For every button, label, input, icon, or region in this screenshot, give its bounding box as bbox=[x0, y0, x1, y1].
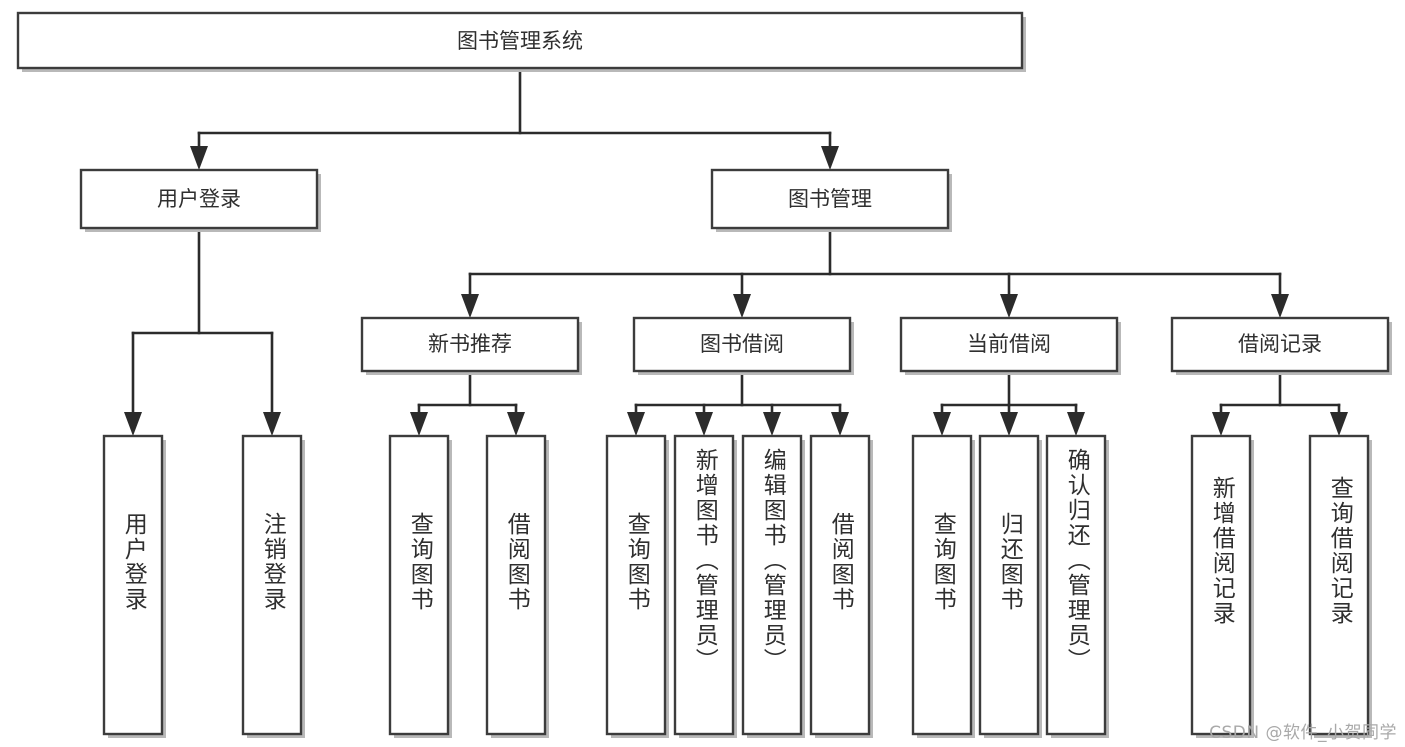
leaf-box-user-login-2[interactable] bbox=[241, 434, 303, 736]
leaf-box-record-1[interactable] bbox=[1190, 434, 1252, 736]
book-management-box bbox=[710, 168, 950, 230]
arrow-current-leaf-1 bbox=[933, 412, 951, 436]
root-box bbox=[16, 11, 1024, 70]
book-management-label: 图书管理 bbox=[788, 187, 872, 211]
leaf-box-current-3[interactable] bbox=[1045, 434, 1107, 736]
leaf-boxes-current-borrow bbox=[911, 434, 1109, 738]
node-root-system[interactable]: 图书管理系统 bbox=[16, 11, 1026, 72]
csdn-watermark: CSDN @软件_小贺同学 bbox=[1209, 723, 1397, 743]
leaf-box-record-2[interactable] bbox=[1308, 434, 1370, 736]
arrow-login-leaf-2 bbox=[263, 412, 281, 436]
arrow-current-leaf-2 bbox=[1000, 412, 1018, 436]
leaf-box-recommend-1[interactable] bbox=[388, 434, 450, 736]
leaf-box-recommend-2[interactable] bbox=[485, 434, 547, 736]
book-borrow-label: 图书借阅 bbox=[700, 332, 784, 356]
leaf-boxes-borrow-record bbox=[1190, 434, 1372, 738]
connector-group bbox=[124, 66, 1348, 436]
node-new-book-recommend[interactable]: 新书推荐 bbox=[360, 316, 582, 375]
leaf-box-borrow-1[interactable] bbox=[605, 434, 667, 736]
arrow-current-leaf-3 bbox=[1067, 412, 1085, 436]
arrow-borrow-leaf-2 bbox=[695, 412, 713, 436]
arrow-recommend-leaf-1 bbox=[410, 412, 428, 436]
leaf-boxes-book-borrow bbox=[605, 434, 873, 738]
arrow-borrow-leaf-3 bbox=[763, 412, 781, 436]
leaf-boxes-new-book-recommend bbox=[388, 434, 549, 738]
arrow-login-leaf-1 bbox=[124, 412, 142, 436]
leaf-box-borrow-2[interactable] bbox=[673, 434, 735, 736]
borrow-record-box bbox=[1170, 316, 1390, 373]
arrow-borrow-leaf-4 bbox=[831, 412, 849, 436]
arrow-recommend-leaf-2 bbox=[507, 412, 525, 436]
node-book-borrow[interactable]: 图书借阅 bbox=[632, 316, 854, 375]
book-borrow-box bbox=[632, 316, 852, 373]
arrow-to-book-management bbox=[821, 146, 839, 170]
node-borrow-record[interactable]: 借阅记录 bbox=[1170, 316, 1392, 375]
root-label: 图书管理系统 bbox=[457, 29, 583, 53]
leaf-box-current-1[interactable] bbox=[911, 434, 973, 736]
user-login-box bbox=[79, 168, 319, 230]
leaf-box-current-2[interactable] bbox=[978, 434, 1040, 736]
arrow-to-book-borrow bbox=[733, 294, 751, 318]
current-borrow-box bbox=[899, 316, 1119, 373]
node-user-login[interactable]: 用户登录 bbox=[79, 168, 321, 232]
current-borrow-label: 当前借阅 bbox=[967, 332, 1051, 356]
arrow-record-leaf-1 bbox=[1212, 412, 1230, 436]
arrow-to-borrow-record bbox=[1271, 294, 1289, 318]
leaf-box-borrow-4[interactable] bbox=[809, 434, 871, 736]
borrow-record-label: 借阅记录 bbox=[1238, 332, 1322, 356]
user-login-label: 用户登录 bbox=[157, 187, 241, 211]
new-book-recommend-box bbox=[360, 316, 580, 373]
arrow-record-leaf-2 bbox=[1330, 412, 1348, 436]
leaf-box-borrow-3[interactable] bbox=[741, 434, 803, 736]
new-book-recommend-label: 新书推荐 bbox=[428, 332, 512, 356]
node-current-borrow[interactable]: 当前借阅 bbox=[899, 316, 1121, 375]
node-book-management[interactable]: 图书管理 bbox=[710, 168, 952, 232]
arrow-to-user-login bbox=[190, 146, 208, 170]
leaf-box-user-login-1[interactable] bbox=[102, 434, 164, 736]
arrow-borrow-leaf-1 bbox=[627, 412, 645, 436]
arrow-to-new-book-recommend bbox=[461, 294, 479, 318]
arrow-to-current-borrow bbox=[1000, 294, 1018, 318]
leaf-boxes-user-login bbox=[102, 434, 305, 738]
